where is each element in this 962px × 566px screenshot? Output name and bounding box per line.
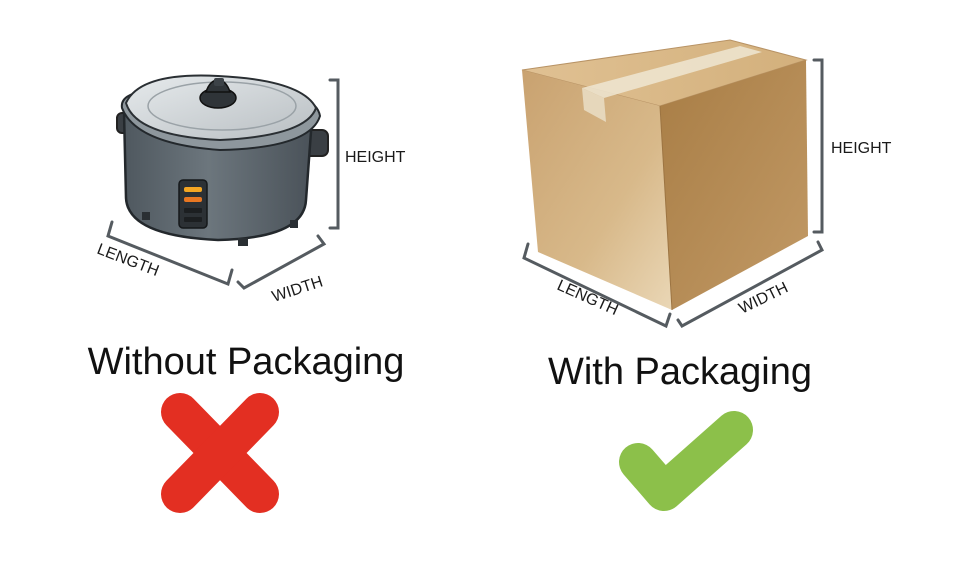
cardboard-box-icon	[521, 39, 808, 311]
cross-icon	[161, 393, 279, 513]
right-height-bracket	[812, 58, 824, 234]
right-width-label: WIDTH	[736, 279, 791, 317]
right-width-bracket	[676, 240, 824, 328]
left-height-bracket	[328, 78, 340, 230]
right-height-label: HEIGHT	[831, 140, 892, 157]
left-width-label: WIDTH	[270, 273, 325, 305]
left-length-label: LENGTH	[95, 241, 162, 280]
left-height-label: HEIGHT	[345, 149, 406, 166]
check-icon	[619, 411, 753, 511]
right-caption: With Packaging	[548, 351, 812, 393]
left-caption: Without Packaging	[88, 341, 405, 383]
left-dimension-lines	[106, 78, 340, 290]
rice-cooker-icon	[116, 74, 329, 246]
left-width-bracket	[236, 234, 327, 290]
right-dimension-lines	[522, 58, 824, 329]
right-length-bracket	[522, 242, 672, 329]
left-length-bracket	[106, 220, 234, 287]
